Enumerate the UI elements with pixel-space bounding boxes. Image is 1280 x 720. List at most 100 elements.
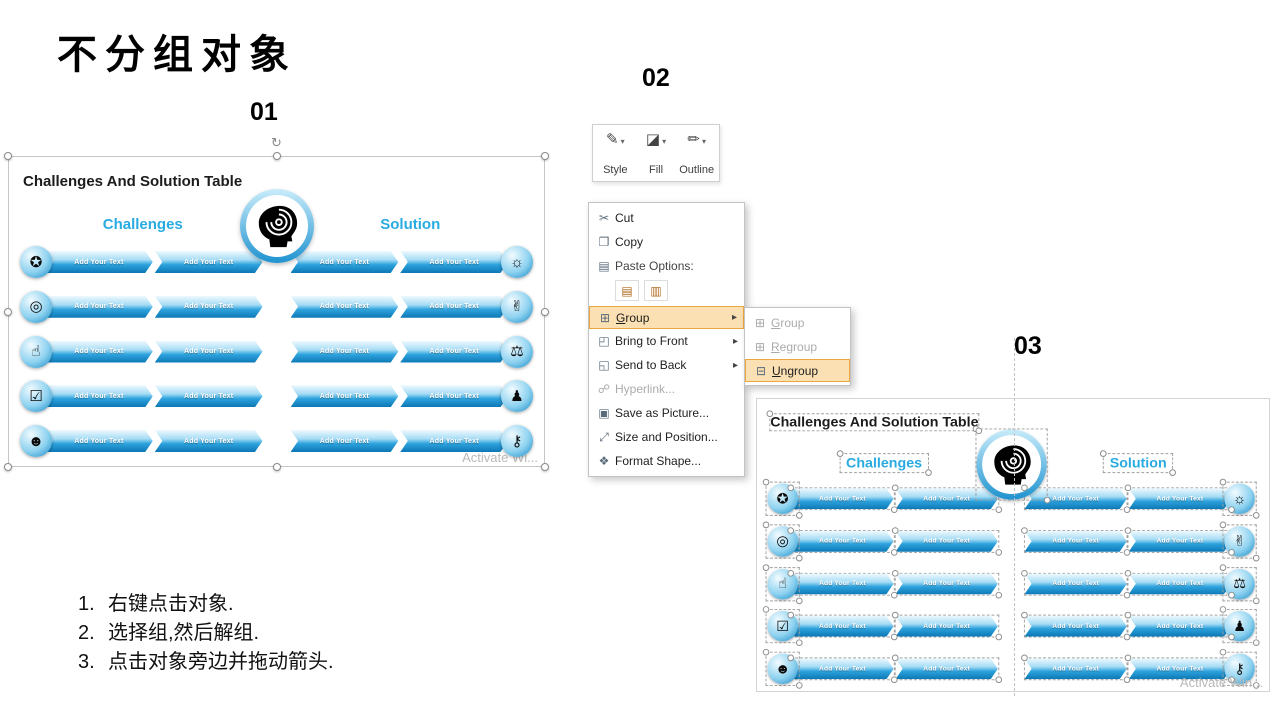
text-bar[interactable]: Add Your Text	[400, 340, 508, 363]
text-bar[interactable]: Add Your Text	[400, 385, 508, 408]
group-icon: ⊞	[599, 310, 611, 325]
outline-button[interactable]: ✏▾ Outline	[679, 131, 715, 176]
solution-header[interactable]: Solution	[380, 216, 441, 233]
text-bar[interactable]: Add Your Text	[290, 430, 399, 452]
text-bar[interactable]: Add Your Text	[787, 527, 898, 556]
text-bar[interactable]: Add Your Text	[787, 569, 898, 599]
text-bar[interactable]: Add Your Text	[290, 251, 399, 273]
selection-handle[interactable]	[4, 152, 12, 160]
row-icon-circle[interactable]: ☝	[19, 335, 53, 369]
submenu-item-regroup[interactable]: ⊞ Regroup	[745, 335, 850, 359]
row-icon-circle[interactable]: ☼	[500, 245, 534, 279]
menu-item-hyperlink[interactable]: ☍ Hyperlink...	[589, 377, 744, 401]
text-bar[interactable]: Add Your Text	[1020, 527, 1131, 556]
row-icon-circle[interactable]: ☑	[762, 606, 803, 647]
screenshot-grouped-object[interactable]: ↻ Challenges And Solution Table Challeng…	[4, 135, 549, 471]
chevron-down-icon: ▾	[620, 137, 625, 146]
text-bar[interactable]: Add Your Text	[45, 340, 153, 363]
text-bar[interactable]: Add Your Text	[45, 251, 153, 273]
row-icon-circle[interactable]: ♟	[500, 379, 534, 413]
style-button[interactable]: ✎▾ Style	[603, 131, 628, 176]
text-bar[interactable]: Add Your Text	[787, 484, 898, 514]
text-bar[interactable]: Add Your Text	[400, 295, 508, 318]
text-bar[interactable]: Add Your Text	[290, 385, 399, 408]
row-icon-circle[interactable]: ◎	[19, 290, 53, 324]
center-head-circle[interactable]	[239, 189, 314, 263]
menu-item-size-and-position[interactable]: ⤢ Size and Position...	[589, 425, 744, 449]
row-icon-circle[interactable]: ◎	[762, 521, 803, 562]
selection-handle[interactable]	[541, 152, 549, 160]
text-bar[interactable]: Add Your Text	[154, 340, 263, 363]
text-bar[interactable]: Add Your Text	[1124, 527, 1235, 556]
text-bar[interactable]: Add Your Text	[154, 295, 263, 318]
text-bar[interactable]: Add Your Text	[290, 295, 399, 318]
text-bar[interactable]: Add Your Text	[154, 385, 263, 408]
challenges-solution-graphic-ungrouped[interactable]: Challenges And Solution Table Challenges…	[757, 399, 1265, 691]
header-row: Challenges Solution	[757, 450, 1265, 476]
selection-handle[interactable]	[4, 307, 12, 316]
text-bar[interactable]: Add Your Text	[1020, 484, 1131, 514]
bar-label: Add Your Text	[1156, 495, 1204, 503]
selection-handle[interactable]	[272, 152, 281, 160]
step-label-03: 03	[1014, 332, 1042, 360]
text-bar[interactable]: Add Your Text	[1124, 612, 1235, 641]
text-bar[interactable]: Add Your Text	[787, 612, 898, 641]
text-bar[interactable]: Add Your Text	[891, 527, 1002, 556]
row-icon-circle[interactable]: ✌	[500, 290, 534, 324]
text-bar[interactable]: Add Your Text	[1020, 569, 1131, 599]
menu-item-format-shape[interactable]: ❖ Format Shape...	[589, 449, 744, 473]
row-icon-circle[interactable]: ⚷	[500, 424, 534, 458]
text-bar[interactable]: Add Your Text	[891, 654, 1002, 684]
submenu-arrow-icon: ▸	[732, 335, 738, 347]
submenu-item-ungroup[interactable]: ⊟ Ungroup	[745, 359, 850, 382]
menu-item-copy[interactable]: ❐ Copy	[589, 230, 744, 254]
rotate-handle[interactable]: ↻	[271, 135, 282, 150]
text-bar[interactable]: Add Your Text	[45, 430, 153, 452]
text-bar[interactable]: Add Your Text	[400, 430, 508, 452]
row-icon-circle[interactable]: ⚖	[500, 335, 534, 369]
selection-handle[interactable]	[272, 463, 281, 471]
menu-item-bring-to-front[interactable]: ◰ Bring to Front ▸	[589, 329, 744, 353]
menu-item-cut[interactable]: ✂ Cut	[589, 206, 744, 230]
challenges-header[interactable]: Challenges	[836, 450, 932, 476]
text-bar[interactable]: Add Your Text	[891, 484, 1002, 514]
text-bar[interactable]: Add Your Text	[154, 430, 263, 452]
menu-item-send-to-back[interactable]: ◱ Send to Back ▸	[589, 353, 744, 377]
bar-label: Add Your Text	[1052, 622, 1100, 630]
text-bar[interactable]: Add Your Text	[1020, 654, 1131, 684]
text-bar[interactable]: Add Your Text	[787, 654, 898, 684]
text-bar[interactable]: Add Your Text	[290, 340, 399, 363]
paste-as-picture-icon[interactable]: ▥	[644, 280, 668, 301]
bar-label: Add Your Text	[923, 622, 971, 630]
bar-label: Add Your Text	[923, 580, 971, 588]
text-bar[interactable]: Add Your Text	[1124, 569, 1235, 599]
center-head-circle[interactable]	[972, 425, 1051, 504]
text-bar[interactable]: Add Your Text	[891, 569, 1002, 599]
text-bar[interactable]: Add Your Text	[154, 251, 263, 273]
row-icon-circle[interactable]: ☑	[19, 379, 53, 413]
text-bar[interactable]: Add Your Text	[45, 295, 153, 318]
text-bar[interactable]: Add Your Text	[1124, 484, 1235, 514]
smart-guide-line	[1014, 338, 1015, 696]
text-bar[interactable]: Add Your Text	[1020, 612, 1131, 641]
challenges-solution-graphic[interactable]: Challenges And Solution Table Challenges…	[9, 157, 544, 466]
row-icon-circle[interactable]: ☻	[19, 424, 53, 458]
text-bar[interactable]: Add Your Text	[891, 612, 1002, 641]
selection-handle[interactable]	[541, 307, 549, 316]
text-bar[interactable]: Add Your Text	[400, 251, 508, 273]
solution-header[interactable]: Solution	[1100, 450, 1177, 476]
screenshot-ungrouped-object[interactable]: Challenges And Solution Table Challenges…	[756, 398, 1270, 692]
selection-handle[interactable]	[541, 463, 549, 471]
infographic-title[interactable]: Challenges And Solution Table	[23, 173, 243, 190]
selection-handle[interactable]	[4, 463, 12, 471]
fill-button[interactable]: ◪▾ Fill	[645, 131, 667, 176]
menu-item-group[interactable]: ⊞ Group ▸	[589, 306, 744, 329]
paste-keep-formatting-icon[interactable]: ▤	[615, 280, 639, 301]
submenu-item-group[interactable]: ⊞ Group	[745, 311, 850, 335]
row-icon-circle[interactable]: ✪	[19, 245, 53, 279]
text-bar[interactable]: Add Your Text	[1124, 654, 1235, 684]
text-bar[interactable]: Add Your Text	[45, 385, 153, 408]
menu-item-save-as-picture[interactable]: ▣ Save as Picture...	[589, 401, 744, 425]
infographic-title[interactable]: Challenges And Solution Table	[766, 410, 983, 435]
challenges-header[interactable]: Challenges	[102, 216, 183, 233]
